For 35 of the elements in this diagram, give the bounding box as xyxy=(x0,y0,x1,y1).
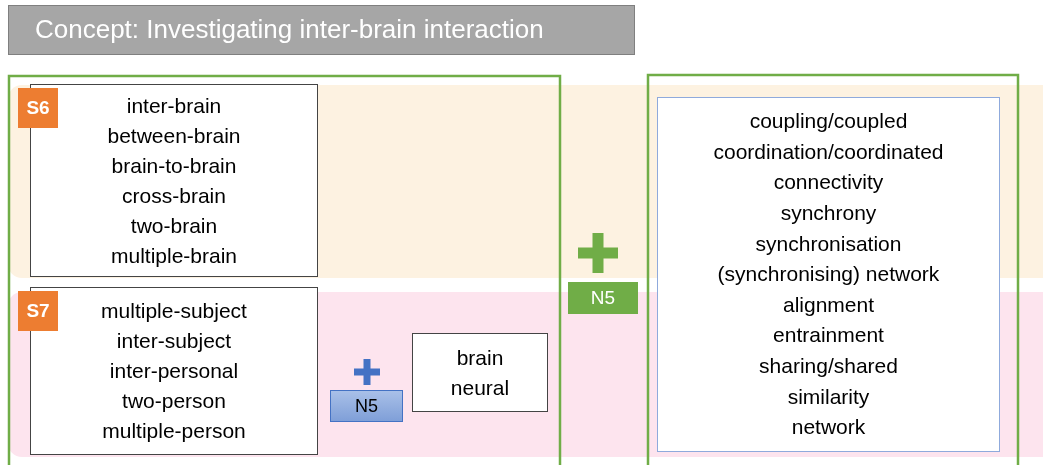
term-text: brain xyxy=(456,344,504,371)
term-text: brain-to-brain xyxy=(111,152,237,179)
term-box xyxy=(657,97,1000,452)
term-text: inter-subject xyxy=(116,328,232,354)
term-text: multiple-person xyxy=(102,418,246,444)
term-text: two-brain xyxy=(130,212,218,239)
term-text: coupling/coupled xyxy=(749,108,908,135)
badge-label: N5 xyxy=(590,287,616,309)
term-text: (synchronising) network xyxy=(717,261,940,288)
term-text: cross-brain xyxy=(122,182,226,209)
term-text: coordination/coordinated xyxy=(713,138,944,165)
term-text: entrainment xyxy=(773,322,884,349)
tag-badge xyxy=(330,390,403,422)
term-text: similarity xyxy=(787,383,870,410)
tag-badge xyxy=(18,88,58,128)
term-box xyxy=(412,333,548,412)
badge-label: S7 xyxy=(26,300,50,322)
term-text: inter-brain xyxy=(126,92,222,119)
term-text: multiple-brain xyxy=(110,242,238,269)
title-banner: Concept: Investigating inter-brain interaction xyxy=(8,5,635,55)
tag-badge xyxy=(18,291,58,331)
term-text: alignment xyxy=(782,291,875,318)
term-text: multiple-subject xyxy=(101,298,247,324)
term-text: neural xyxy=(450,374,510,401)
badge-label: N5 xyxy=(355,395,378,417)
term-text: sharing/shared xyxy=(759,353,898,379)
term-text: network xyxy=(791,414,866,441)
term-text: synchrony xyxy=(780,200,877,226)
badge-label: S6 xyxy=(26,97,50,119)
term-text: inter-personal xyxy=(109,358,239,384)
term-text: between-brain xyxy=(107,122,241,149)
term-text: connectivity xyxy=(773,169,884,196)
tag-badge xyxy=(568,282,638,314)
term-text: two-person xyxy=(122,388,226,414)
term-text: synchronisation xyxy=(755,230,902,257)
